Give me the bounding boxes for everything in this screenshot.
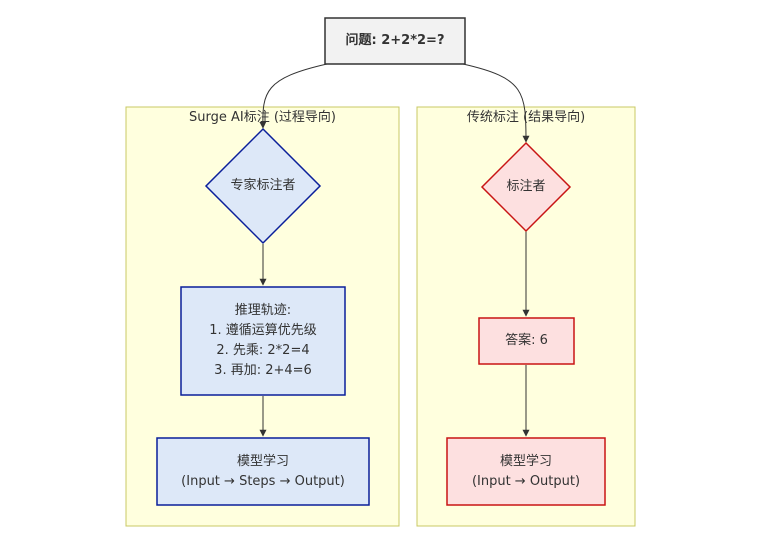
- model-learning-right-label: 模型学习 (Input → Output): [447, 438, 605, 505]
- model-learning-right-node: [446, 437, 606, 506]
- reasoning-trace-label: 推理轨迹: 1. 遵循运算优先级 2. 先乘: 2*2=4 3. 再加: 2+4…: [181, 287, 345, 395]
- question-label: 问题: 2+2*2=?: [345, 33, 445, 48]
- annotator-node: [480, 141, 572, 233]
- reasoning-line: 1. 遵循运算优先级: [209, 323, 317, 338]
- reasoning-line: 3. 再加: 2+4=6: [214, 363, 312, 378]
- edge-question-to-expert: [259, 63, 328, 129]
- edge-question-to-annotator: [462, 63, 530, 143]
- model-learning-left-label: 模型学习 (Input → Steps → Output): [157, 438, 369, 505]
- reasoning-trace-node: [180, 286, 346, 396]
- model-learning-flow: (Input → Steps → Output): [181, 473, 345, 489]
- reasoning-line: 推理轨迹:: [234, 303, 292, 318]
- right-group-title: 传统标注 (结果导向): [466, 110, 586, 125]
- annotator-label: 标注者: [506, 179, 546, 194]
- model-learning-flow: (Input → Output): [471, 473, 581, 489]
- expert-annotator-node: [204, 127, 322, 245]
- question-node: [324, 17, 466, 65]
- left-group-title: Surge AI标注 (过程导向): [189, 110, 336, 125]
- model-learning-left-node: [156, 437, 370, 506]
- expert-annotator-label: 专家标注者: [230, 178, 296, 193]
- reasoning-line: 2. 先乘: 2*2=4: [216, 343, 310, 358]
- answer-label: 答案: 6: [505, 333, 548, 348]
- model-learning-title: 模型学习: [499, 453, 552, 469]
- model-learning-title: 模型学习: [236, 453, 289, 469]
- answer-node: [478, 317, 575, 365]
